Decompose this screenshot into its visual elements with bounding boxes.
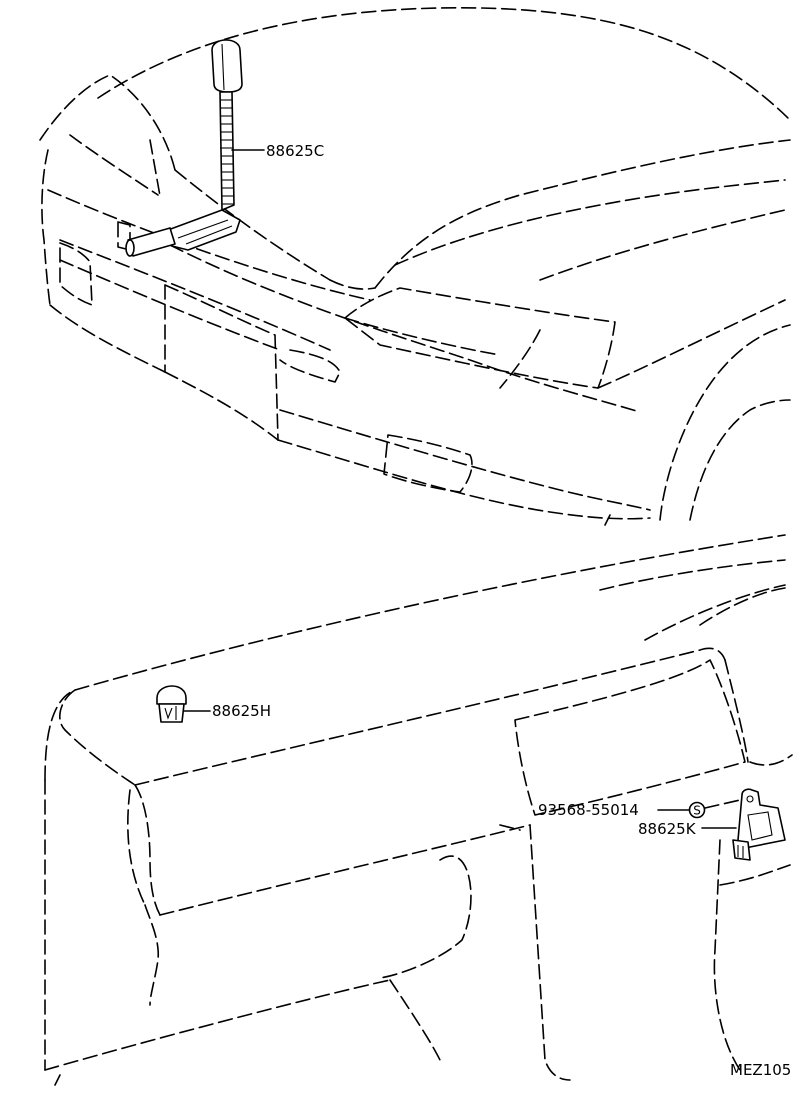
label-88625k: 88625K: [638, 820, 697, 838]
label-88625c: 88625C: [266, 142, 324, 160]
label-88625h: 88625H: [212, 702, 271, 720]
screw-symbol-letter: S: [693, 804, 701, 818]
leader-88625k: 88625K: [638, 820, 737, 838]
hood-sensor-88625c: 88625C: [125, 39, 324, 257]
figure-code: MEZ105: [730, 1061, 791, 1079]
sensor-88625k: [732, 788, 786, 861]
front-view-car-outline: [39, 6, 791, 526]
sensor-88625h: 88625H: [156, 685, 271, 723]
screw-93568-55014: S 93568-55014: [538, 799, 741, 819]
label-93568-55014: 93568-55014: [538, 801, 639, 819]
dashboard-outline: [44, 534, 793, 1086]
